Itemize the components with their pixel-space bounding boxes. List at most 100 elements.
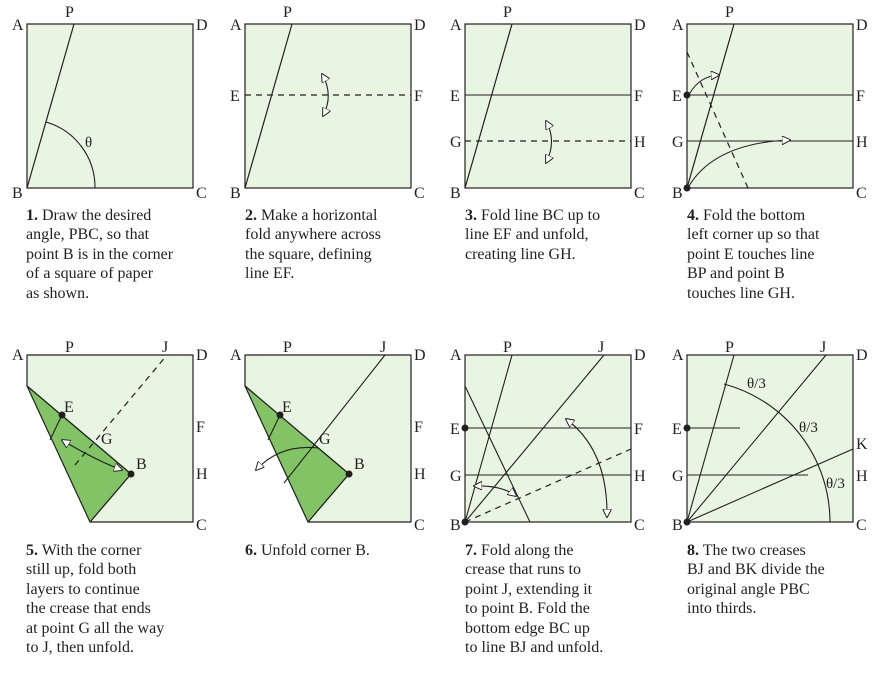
paper-square [686,354,854,523]
step-5-caption: 5. With the corner still up, fold both l… [26,541,226,657]
label-b: B [672,517,683,534]
label-a: A [230,17,242,34]
caption-line: Make a horizontal [261,207,378,224]
flap-crease [49,414,63,441]
step-number: 6. [245,542,257,559]
label-d: D [634,17,646,34]
panel-7: A P J D E F G H B C [450,339,646,534]
step-4-caption: 4. Fold the bottom left corner up so tha… [687,206,877,303]
point-e-dot [58,411,66,419]
crease-bk [686,448,854,523]
fold-arrow [322,74,328,116]
label-d: D [856,17,868,34]
point-e-dot [683,91,691,99]
dashed-fold-bk [464,448,632,523]
caption-line: With the corner [41,542,142,559]
label-e: E [450,88,460,105]
point-b-dot [127,470,135,478]
label-a: A [12,17,24,34]
crease-corner [464,385,531,523]
caption-line: fold anywhere across [245,226,381,244]
label-c: C [856,185,867,202]
caption-line: touches line GH. [687,284,795,302]
panel-2: A P D E F B C [230,4,426,202]
label-k: K [856,436,868,453]
step-number: 7. [465,542,477,559]
caption-line: Fold line BC up to [481,207,601,224]
line-bp [686,354,735,523]
label-d: D [634,347,646,364]
label-h: H [856,468,868,485]
paper-square [686,23,854,189]
label-p: P [65,339,74,356]
caption-line: BJ and BK divide the [687,561,825,579]
step-number: 2. [245,207,257,224]
panel-3: A P D E F G H B C [450,4,646,202]
caption-line: point B is in the corner [26,245,174,263]
label-h: H [414,466,426,483]
label-f: F [856,88,865,105]
label-p: P [725,4,734,21]
label-d: D [414,17,426,34]
label-a: A [450,347,462,364]
point-b-dot [683,518,691,526]
label-theta: θ [85,135,92,151]
label-p: P [503,339,512,356]
point-e-dot [276,411,284,419]
label-c: C [414,185,425,202]
paper-square [26,23,194,189]
label-b: B [136,456,147,473]
caption-line: at point G all the way [26,619,165,637]
label-c: C [634,517,645,534]
caption-line: left corner up so that [687,226,820,244]
point-b-dot [683,184,691,192]
label-d: D [856,347,868,364]
label-j: J [598,339,604,356]
caption-line: original angle PBC [687,580,810,598]
label-c: C [856,517,867,534]
label-a: A [12,347,24,364]
label-e: E [450,421,460,438]
step-1-caption: 1. Draw the desired angle, PBC, so that … [26,206,226,303]
label-e: E [672,88,682,105]
label-f: F [196,419,205,436]
step-2-caption: 2. Make a horizontal fold anywhere acros… [245,206,445,284]
point-e-dot [461,424,469,432]
step-3-caption: 3. Fold line BC up to line EF and unfold… [465,206,665,264]
angle-arc-thirds [723,383,831,523]
caption-line: the crease that ends [26,600,151,618]
step-number: 1. [26,207,38,224]
label-g: G [450,134,462,151]
caption-line: still up, fold both [26,561,137,579]
step-number: 4. [687,207,699,224]
label-b: B [450,185,461,202]
label-a: A [230,347,242,364]
label-third-2: θ/3 [799,420,818,436]
label-j: J [162,339,168,356]
label-j: J [380,339,386,356]
label-d: D [414,347,426,364]
label-h: H [196,466,208,483]
caption-line: crease that runs to [465,561,581,579]
caption-line: bottom edge BC up [465,619,590,637]
label-c: C [196,517,207,534]
step-number: 5. [26,542,38,559]
step-number: 8. [687,542,699,559]
label-c: C [196,185,207,202]
label-h: H [856,134,868,151]
angle-arc-theta [45,121,96,189]
caption-line: angle, PBC, so that [26,226,150,244]
paper-square [464,23,632,189]
caption-line: The two creases [702,542,806,559]
label-b: B [230,185,241,202]
arrow-e-to-bp [689,75,719,94]
label-d: D [196,17,208,34]
point-b-dot [345,470,353,478]
label-a: A [672,347,684,364]
label-f: F [634,421,643,438]
label-g: G [101,431,113,448]
panel-5: A P J D E F G H B C [12,339,208,534]
line-bp [464,23,513,189]
label-c: C [414,517,425,534]
caption-line: layers to continue [26,580,140,598]
